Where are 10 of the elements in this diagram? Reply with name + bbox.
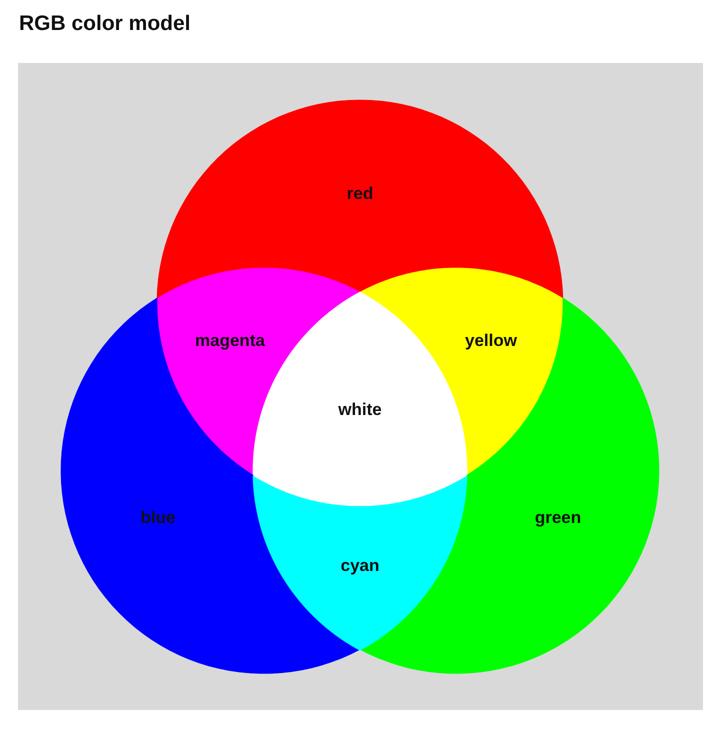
overlap-region <box>253 476 467 650</box>
region-label: cyan <box>340 556 380 576</box>
diagram-title: RGB color model <box>19 11 191 36</box>
region-label: white <box>338 400 382 420</box>
region-label: magenta <box>195 330 265 351</box>
region-label: red <box>346 184 374 204</box>
region-label: yellow <box>465 330 517 351</box>
region-label: green <box>534 508 582 528</box>
circle-region <box>157 100 563 298</box>
region-label: blue <box>140 508 176 528</box>
